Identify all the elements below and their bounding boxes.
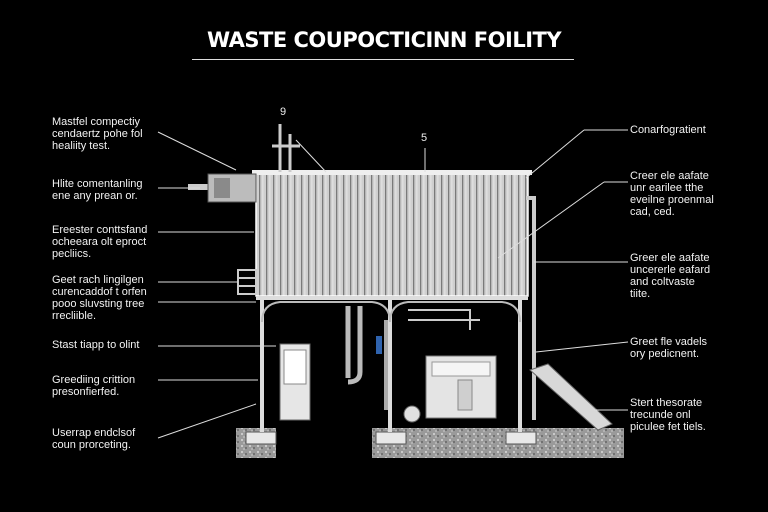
leader-lines [157,129,629,439]
roof-edge [252,170,532,175]
left-label-5: Stast tiapp to olint [52,339,140,351]
right-label-1: Conarfogratient [630,124,706,136]
callout-number-top-pipe: 9 [280,106,287,118]
left-label-7: Userrap endclsof coun prorceting. [52,427,136,451]
left-label-2: Hlite comentanling ene any prean or. [52,178,143,202]
inlet-pipe [188,184,210,190]
process-lines [408,309,480,330]
frame-braces [261,301,521,323]
footing-right [505,431,537,445]
right-label-5: Stert thesorate trecunde onl piculee fet… [630,397,706,433]
roof-chimney [272,124,300,172]
left-label-1: Mastfel compectiy cendaertz pohe fol hea… [52,116,143,152]
foundation-main [372,428,624,458]
footing-mid [375,431,407,445]
left-label-6: Greediing crittion presonfierfed. [52,374,136,398]
right-riser-pipe [526,196,536,420]
right-label-4: Greet fle vadels ory pedicnent. [630,336,708,360]
left-label-4: Geet rach lingilgen curencaddof t orfen … [52,274,147,322]
callout-number-roof: 5 [421,132,428,144]
diagram-title: WASTE COUPOCTICINN FOILITY [206,28,562,52]
right-label-3: Greer ele aafate uncererle eafard and co… [630,252,711,300]
left-label-3: Ereester conttsfand ocheeara olt eproct … [52,224,148,260]
access-ramp [529,363,613,431]
right-label-2: Creer ele aafate unr earilee tthe eveiln… [630,170,714,218]
corrugated-wall [255,173,529,297]
side-stair [237,269,257,295]
blue-valve [376,336,382,354]
piping [345,306,363,385]
title-underline [192,59,574,60]
pump [403,405,421,423]
footing-left [245,431,277,445]
